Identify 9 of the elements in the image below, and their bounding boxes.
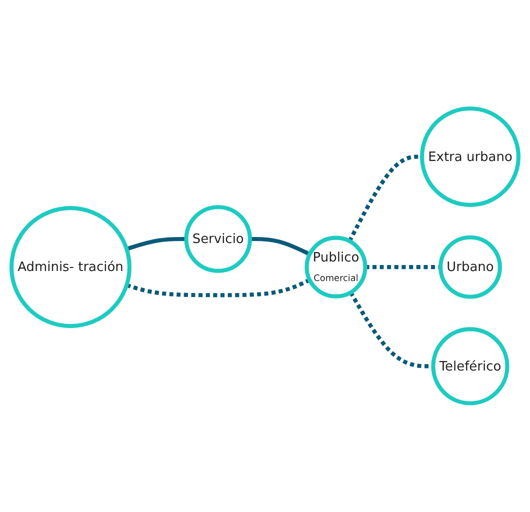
node-circle: Servicio: [184, 205, 252, 273]
connector: [126, 237, 186, 252]
node-circle: Extra urbano: [420, 106, 521, 208]
connector: [250, 237, 311, 256]
node-circle: Teleférico: [431, 327, 510, 406]
node-circle: Publico Comercial: [304, 236, 368, 298]
node-circle: Adminis- tración: [9, 206, 132, 328]
connector: [126, 278, 311, 298]
node-circle: Urbano: [438, 236, 502, 299]
